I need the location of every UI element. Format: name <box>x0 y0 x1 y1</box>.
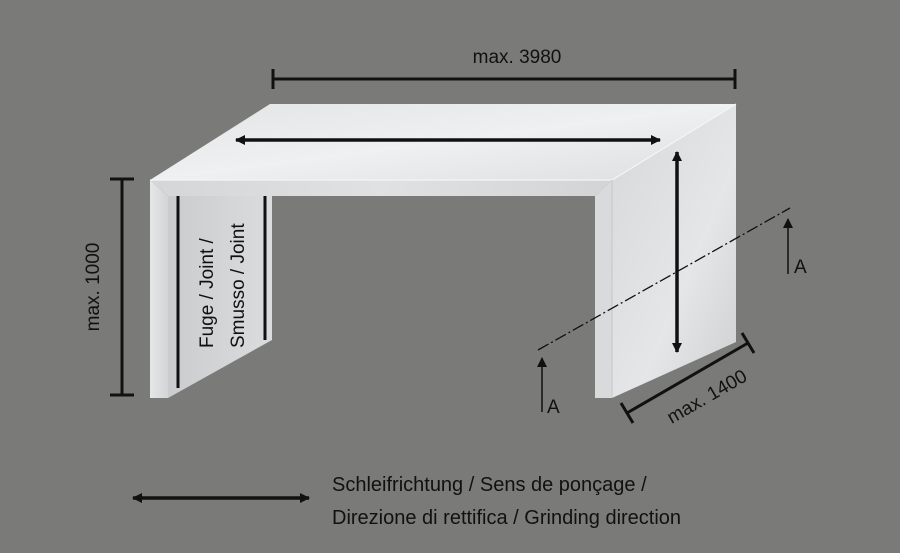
left-leg-front-face <box>150 180 168 398</box>
right-leg-front-face <box>595 180 612 398</box>
depth-dimension-line <box>626 341 749 415</box>
depth-dimension-tick-left <box>619 402 635 424</box>
left-leg-inner-face <box>168 196 272 398</box>
section-label-left: A <box>547 397 560 418</box>
joint-label-line2: Smusso / Joint <box>228 223 249 348</box>
section-marker: A A <box>537 207 807 418</box>
table-body <box>150 103 737 398</box>
height-dimension-label: max. 1000 <box>83 243 104 332</box>
section-line <box>537 207 791 351</box>
height-dimension: max. 1000 <box>83 177 134 397</box>
legend: Schleifrichtung / Sens de ponçage / Dire… <box>132 474 681 529</box>
legend-text-line2: Direzione di rettifica / Grinding direct… <box>332 507 681 529</box>
joint-label-line1: Fuge / Joint / <box>197 237 218 348</box>
depth-dimension-label: max. 1400 <box>664 366 751 429</box>
width-dimension-label: max. 3980 <box>473 47 562 68</box>
table-top-front-edge <box>150 180 612 196</box>
width-dimension: max. 3980 <box>271 47 737 89</box>
legend-text-line1: Schleifrichtung / Sens de ponçage / <box>332 474 647 496</box>
section-label-right: A <box>794 257 807 278</box>
depth-dimension-tick-right <box>740 332 756 354</box>
